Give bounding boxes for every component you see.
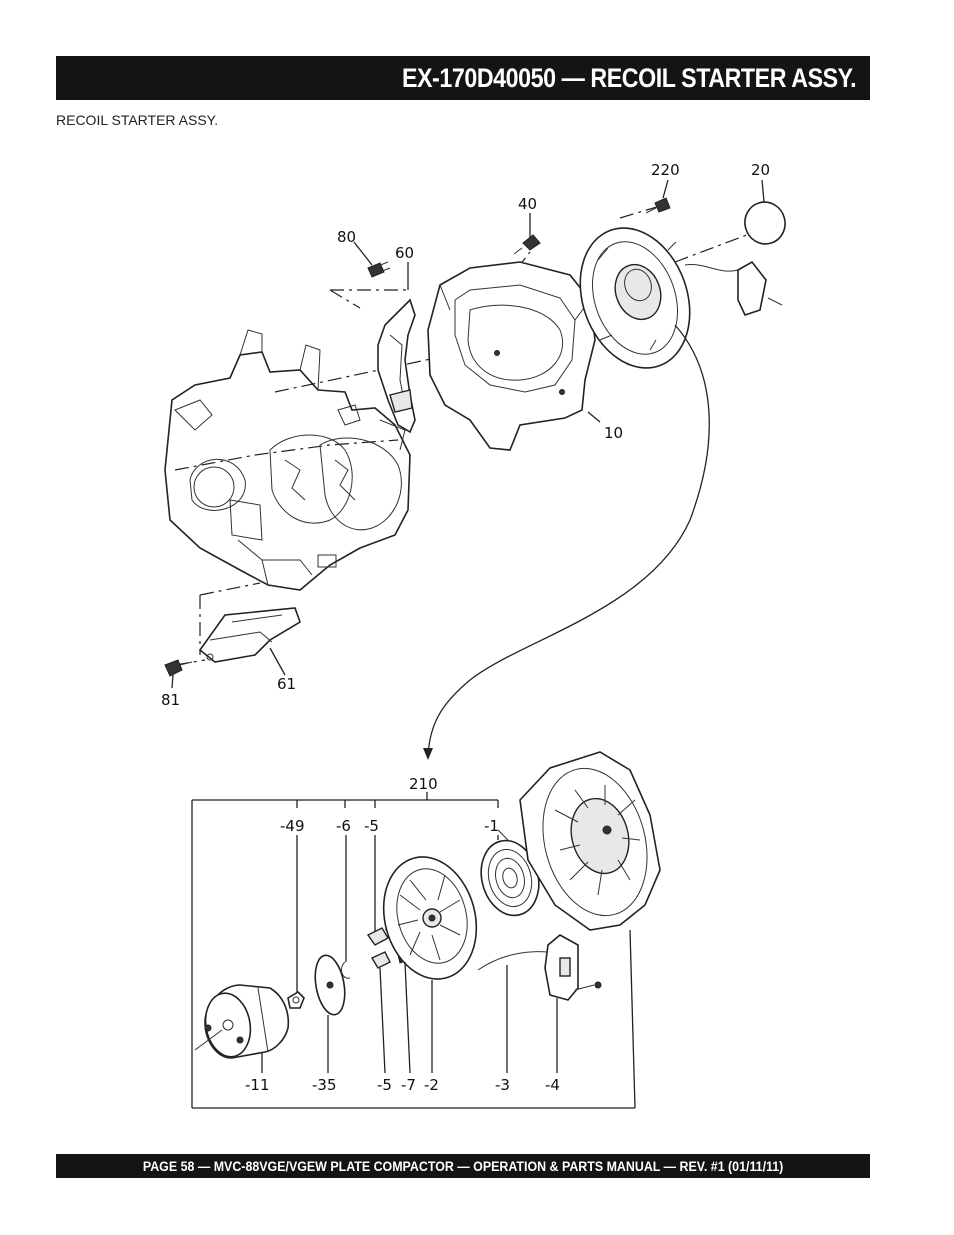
engine-block-drawing bbox=[164, 329, 411, 591]
callout-20: 20 bbox=[751, 161, 770, 179]
callout-49: -49 bbox=[280, 817, 305, 835]
callout-60: 60 bbox=[395, 244, 414, 262]
part-11-drawing bbox=[194, 984, 290, 1059]
callout-10: 10 bbox=[604, 424, 623, 442]
callout-7: -7 bbox=[401, 1076, 416, 1094]
page-title: EX-170D40050 — RECOIL STARTER ASSY. bbox=[401, 62, 857, 93]
callout-4: -4 bbox=[545, 1076, 560, 1094]
callout-40: 40 bbox=[518, 195, 537, 213]
plate-61-drawing bbox=[198, 607, 301, 663]
callout-80: 80 bbox=[337, 228, 356, 246]
leader-lines-bottom bbox=[261, 835, 636, 1109]
parts-diagram: 220 20 40 80 60 10 81 61 210 -49 -6 -5 -… bbox=[161, 161, 786, 1109]
disc-20-drawing bbox=[744, 201, 786, 245]
callout-220: 220 bbox=[651, 161, 680, 179]
callout-210: 210 bbox=[409, 775, 438, 793]
callout-5-bottom: -5 bbox=[377, 1076, 392, 1094]
callout-1: -1 bbox=[484, 817, 499, 835]
callout-6: -6 bbox=[336, 817, 351, 835]
part-1-drawing bbox=[480, 829, 540, 917]
page-title-bar: EX-170D40050 — RECOIL STARTER ASSY. bbox=[56, 56, 870, 100]
callout-11: -11 bbox=[245, 1076, 270, 1094]
starter-case-drawing bbox=[519, 751, 661, 931]
page-footer-bar: PAGE 58 — MVC-88VGE/VGEW PLATE COMPACTOR… bbox=[56, 1154, 870, 1178]
callout-2: -2 bbox=[424, 1076, 439, 1094]
leader-lines-top bbox=[171, 179, 765, 689]
bolt-80-drawing bbox=[367, 261, 391, 278]
bolt-81-drawing bbox=[164, 659, 193, 677]
bracket-60-drawing bbox=[377, 298, 416, 434]
assembly-210-bracket bbox=[191, 792, 635, 1109]
callout-labels: 220 20 40 80 60 10 81 61 210 -49 -6 -5 -… bbox=[161, 161, 770, 1094]
callout-81: 81 bbox=[161, 691, 180, 709]
part-2-drawing bbox=[382, 856, 478, 980]
bolt-220-drawing bbox=[645, 197, 671, 214]
section-subtitle: RECOIL STARTER ASSY. bbox=[56, 112, 219, 128]
callout-61: 61 bbox=[277, 675, 296, 693]
fan-shroud-10-drawing bbox=[427, 261, 596, 451]
callout-5-top: -5 bbox=[364, 817, 379, 835]
part-49-drawing bbox=[287, 990, 305, 1009]
part-6-drawing bbox=[340, 961, 351, 979]
callout-35: -35 bbox=[312, 1076, 337, 1094]
bolt-40-drawing bbox=[513, 234, 541, 255]
part-3-4-drawing bbox=[477, 934, 602, 1001]
callout-3: -3 bbox=[495, 1076, 510, 1094]
page-footer-text: PAGE 58 — MVC-88VGE/VGEW PLATE COMPACTOR… bbox=[142, 1158, 784, 1174]
part-35-drawing bbox=[314, 954, 346, 1016]
recoil-starter-top-drawing bbox=[579, 227, 783, 369]
assembly-arrow bbox=[423, 324, 710, 760]
